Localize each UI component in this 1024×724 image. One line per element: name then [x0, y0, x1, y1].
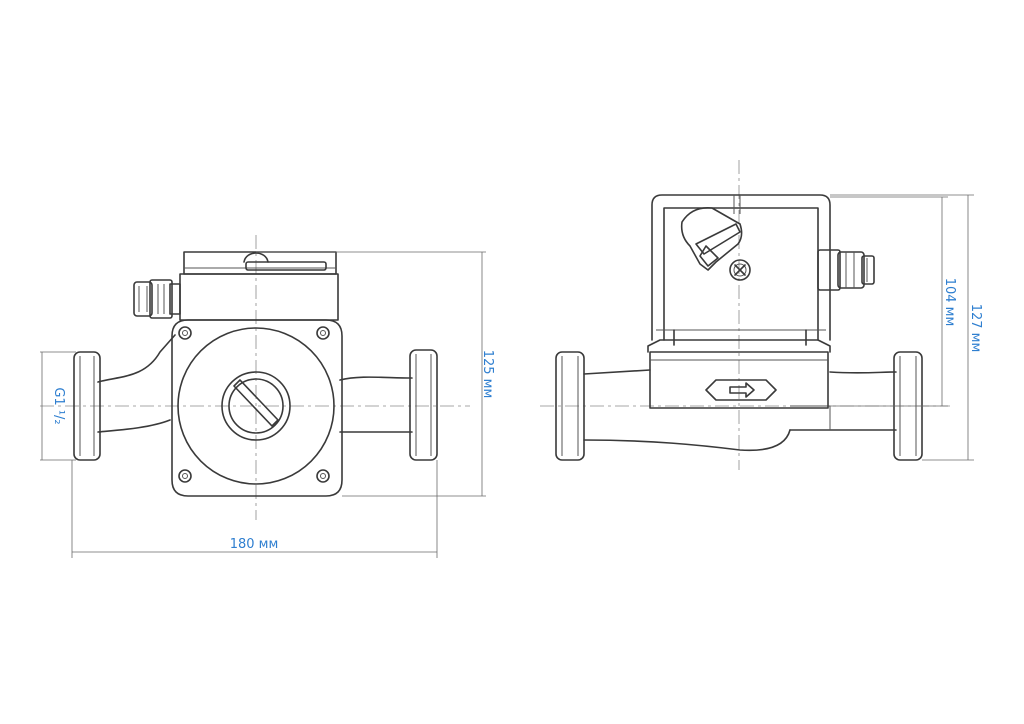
front-view: G1 ¹/₂ 125 мм 180 мм: [40, 235, 495, 558]
front-left-pipe: [97, 334, 176, 433]
height-total-label: 127 мм: [968, 304, 983, 353]
height-body-dimension: 104 мм: [830, 196, 957, 407]
side-pump-body: [647, 339, 831, 409]
front-flange-bolts: [178, 326, 330, 483]
front-right-pipe: [339, 376, 413, 433]
thread-dimension: G1 ¹/₂: [40, 351, 76, 461]
front-right-nut: [409, 349, 438, 461]
length-dimension: 180 мм: [71, 460, 438, 558]
front-vent-screw: [221, 371, 291, 441]
side-left-nut: [555, 351, 585, 461]
side-screw: [729, 259, 751, 281]
front-flange-plate: [171, 319, 343, 497]
side-view: 104 мм 127 мм: [540, 160, 983, 470]
height-front-label: 125 мм: [480, 350, 495, 399]
side-cable-gland: [817, 249, 875, 291]
side-right-pipe: [789, 371, 897, 431]
front-terminal-box: [179, 251, 339, 321]
front-left-nut: [73, 351, 101, 461]
height-front-dimension: 125 мм: [256, 251, 495, 497]
height-total-dimension: 127 мм: [830, 194, 983, 461]
speed-selector-knob: [680, 206, 743, 271]
flow-arrow-plate: [705, 379, 777, 401]
side-left-pipe: [583, 369, 791, 452]
front-motor-housing: [177, 327, 335, 485]
length-label: 180 мм: [230, 537, 279, 552]
front-cable-gland: [133, 279, 181, 319]
thread-dimension-label: G1 ¹/₂: [51, 387, 66, 424]
height-body-label: 104 мм: [942, 278, 957, 327]
